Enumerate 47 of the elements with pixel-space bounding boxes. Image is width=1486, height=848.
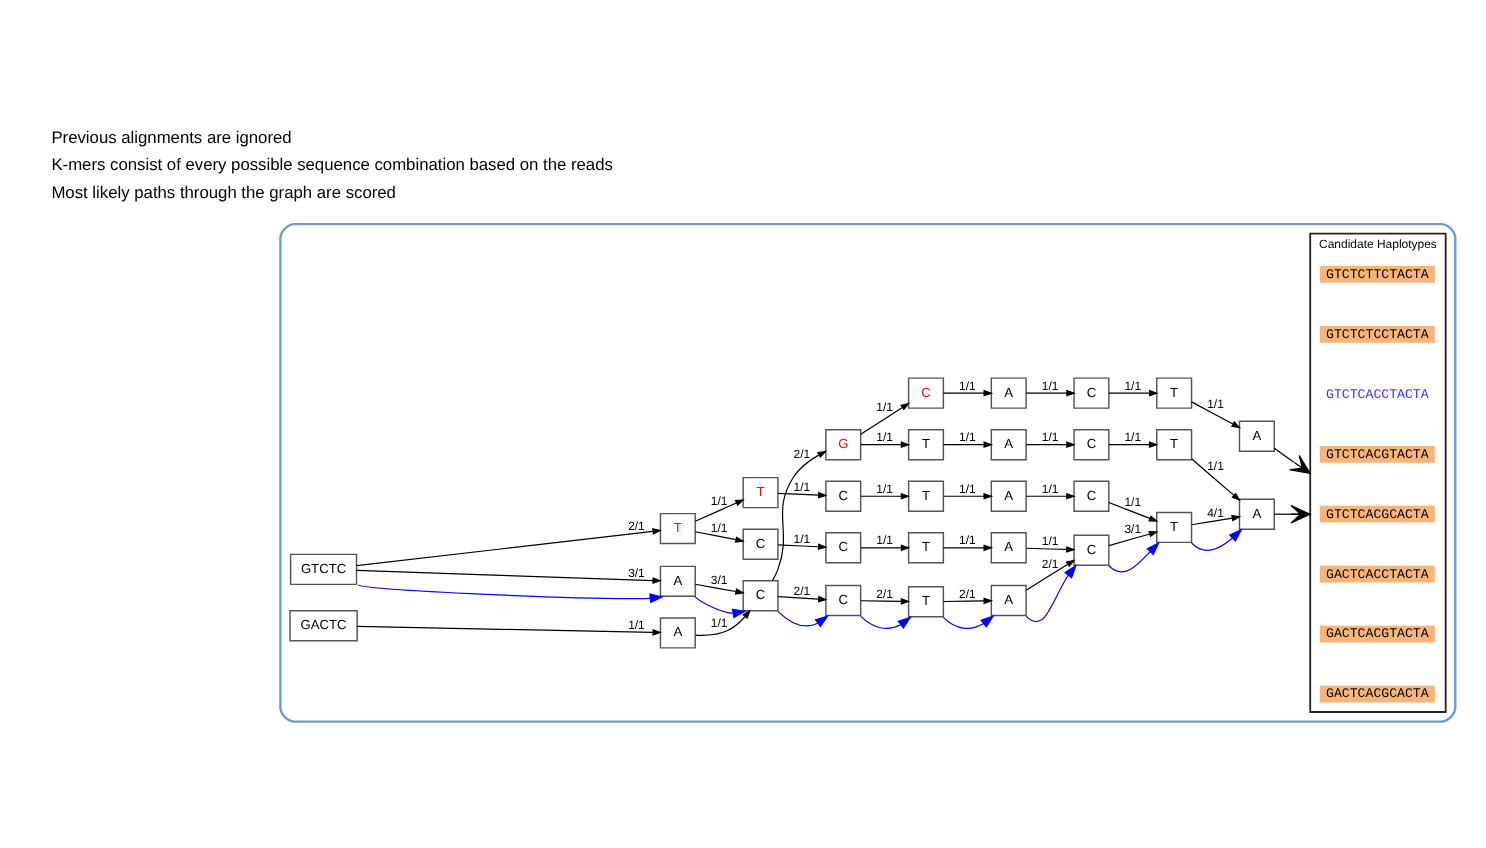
- arrow: [1190, 528, 1243, 551]
- arrow: [860, 402, 911, 435]
- arrow: [942, 389, 994, 397]
- arrow: [1025, 441, 1076, 449]
- cluster: [279, 222, 1457, 723]
- label: Most likely paths through the graph are scored: [51, 181, 396, 202]
- arrow: [860, 598, 911, 605]
- arrow: [777, 491, 828, 499]
- arrow: [1191, 401, 1242, 429]
- arrow: [1273, 447, 1311, 475]
- label: Previous alignments are ignored: [51, 126, 292, 147]
- arrow: [942, 615, 995, 630]
- arrow: [777, 610, 830, 628]
- arrow: [356, 569, 663, 584]
- label: K-mers consist of every possible sequence combination based on the reads: [51, 154, 613, 175]
- arrow: [1273, 504, 1311, 524]
- arrow: [357, 584, 665, 604]
- arrow: [1108, 530, 1159, 547]
- arrow: [1191, 514, 1242, 526]
- arrow: [942, 597, 994, 605]
- arrow: [1025, 564, 1077, 623]
- arrow: [694, 583, 745, 595]
- arrow: [777, 543, 828, 551]
- arrow: [860, 492, 911, 500]
- arrow: [1025, 559, 1076, 591]
- arrow: [1025, 546, 1076, 553]
- arrow: [1025, 492, 1076, 500]
- arrow: [694, 596, 747, 619]
- arrow: [1108, 541, 1160, 573]
- arrow: [694, 499, 745, 522]
- arrow: [771, 450, 828, 582]
- arrow: [860, 441, 911, 449]
- arrow: [694, 609, 751, 636]
- arrow: [694, 531, 745, 543]
- arrow: [1191, 458, 1241, 502]
- arrow: [1108, 441, 1159, 449]
- arrow: [860, 544, 911, 552]
- arrow: [942, 441, 994, 449]
- arrow: [1108, 501, 1159, 522]
- arrow: [356, 528, 663, 567]
- arrow: [1025, 389, 1076, 397]
- arrow: [942, 492, 994, 500]
- arrow: [777, 595, 828, 603]
- arrow: [942, 544, 994, 552]
- arrow: [356, 625, 663, 636]
- arrow: [860, 615, 912, 630]
- arrow: [1108, 389, 1159, 397]
